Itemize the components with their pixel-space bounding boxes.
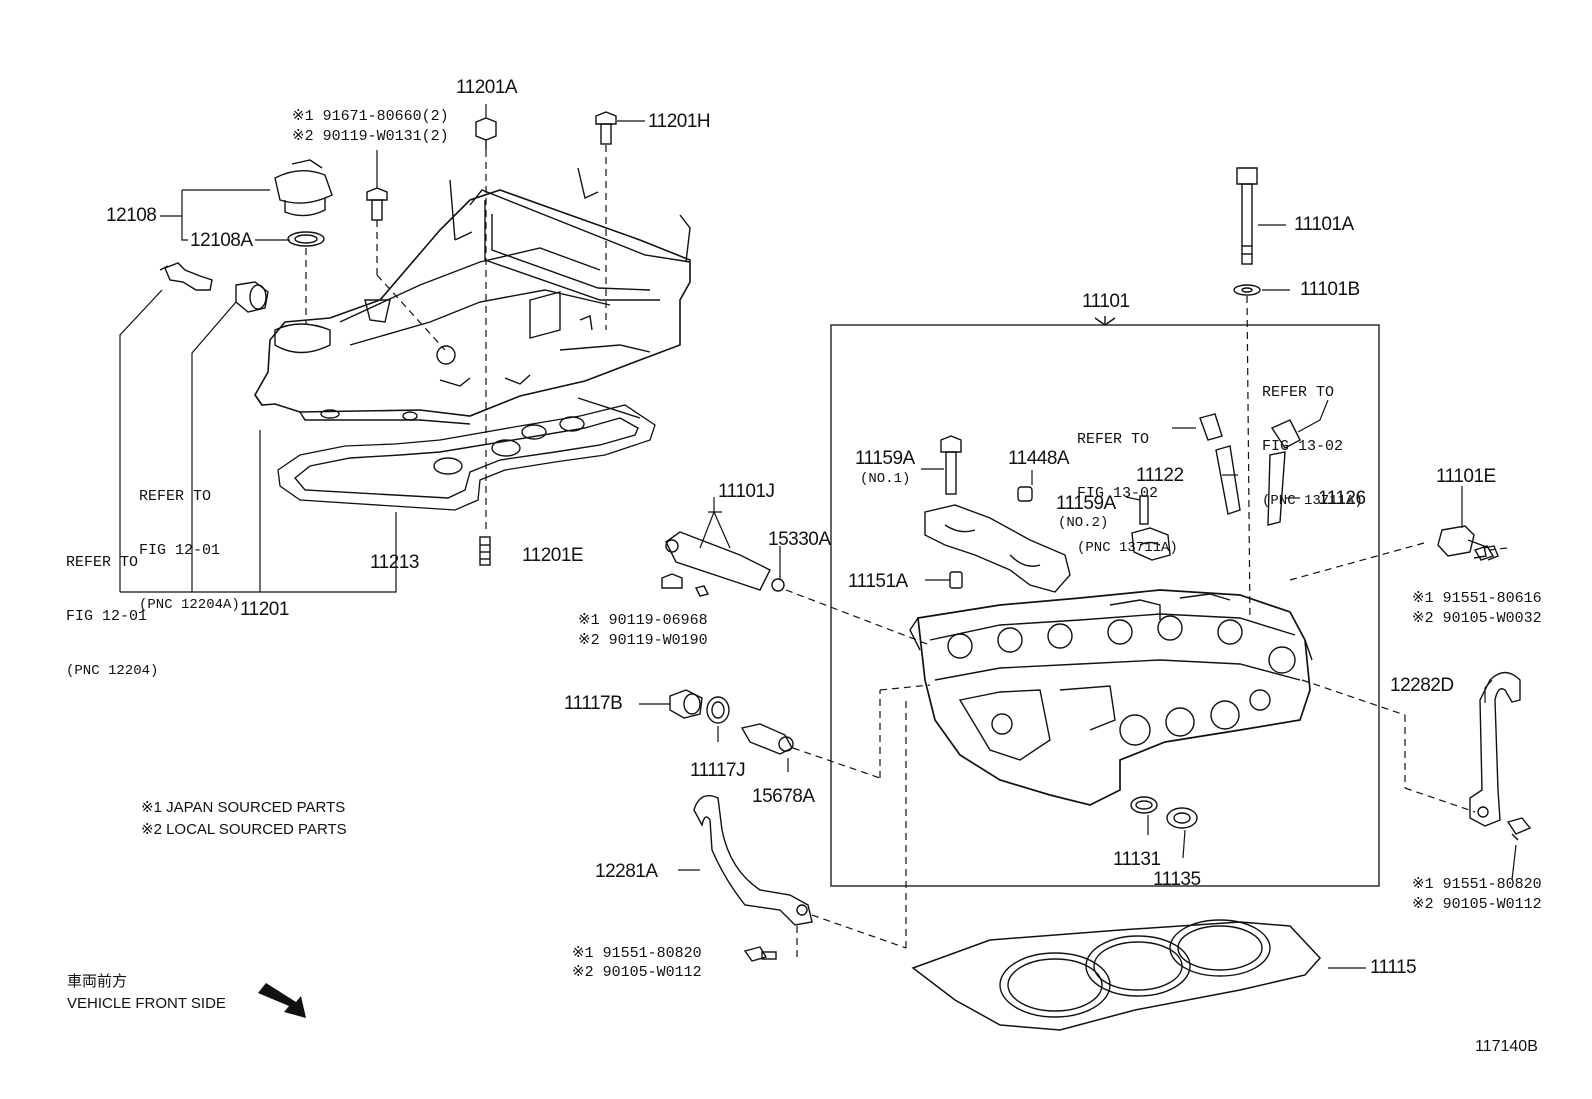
alt-part-91551-80616: ※1 91551-80616 (1412, 590, 1542, 607)
refer-line: REFER TO (66, 554, 139, 571)
label-12282D: 12282D (1390, 675, 1454, 696)
figure-id: 117140B (1475, 1038, 1538, 1055)
washer-11101B (1233, 284, 1261, 296)
engine-hanger-12281A (693, 795, 813, 926)
camshaft-bearing-cap-no2 (1131, 527, 1171, 561)
label-11135: 11135 (1153, 869, 1201, 890)
seal-11131 (1130, 796, 1158, 814)
alt-part-90105-w0112-left: ※2 90105-W0112 (572, 964, 702, 981)
label-11101B: 11101B (1300, 279, 1360, 300)
cam-position-sensor (1437, 525, 1499, 561)
label-15330A: 15330A (768, 529, 831, 550)
label-11101E: 11101E (1436, 466, 1496, 487)
label-11151A: 11151A (848, 571, 908, 592)
bolt-91671 (366, 187, 388, 221)
label-no2: (NO.2) (1058, 515, 1109, 531)
stud-11159A-no2 (1139, 495, 1149, 525)
refer-note-12204: REFER TO FIG 12-01 (PNC 12204) (66, 518, 158, 698)
label-11131: 11131 (1113, 849, 1161, 870)
refer-line: FIG 13-02 (1262, 438, 1344, 455)
refer-note-12204A: REFER TO FIG 12-01 (PNC 12204A) (139, 452, 240, 632)
bolt-11159A-no1 (940, 435, 962, 495)
refer-line: (PNC 13711A) (1077, 540, 1178, 556)
refer-line: FIG 12-01 (66, 608, 148, 625)
label-12281A: 12281A (595, 861, 658, 882)
refer-line: REFER TO (1262, 384, 1335, 401)
alt-part-90119-w0131: ※2 90119-W0131(2) (292, 128, 449, 145)
valve-guide-11126 (1267, 419, 1301, 526)
dashed-guides (305, 145, 1508, 958)
engine-hanger-12282D (1469, 671, 1521, 827)
label-11201A: 11201A (456, 77, 518, 98)
label-11101A: 11101A (1294, 214, 1354, 235)
refer-line: (PNC 12204A) (139, 597, 240, 613)
plug-11117B (669, 689, 703, 719)
refer-line: REFER TO (139, 488, 212, 505)
label-11201H: 11201H (648, 111, 711, 132)
alt-part-90119-w0190: ※2 90119-W0190 (578, 632, 708, 649)
pcv-valve (159, 262, 213, 291)
label-11448A: 11448A (1008, 448, 1070, 469)
alt-part-91551-80820-left: ※1 91551-80820 (572, 945, 702, 962)
refer-note-13711A-mid: REFER TO FIG 13-02 (PNC 13711A) (1077, 395, 1178, 575)
refer-line: FIG 13-02 (1077, 485, 1159, 502)
bolt-91551-80616 (1473, 545, 1495, 561)
vehicle-front-en: VEHICLE FRONT SIDE (67, 995, 226, 1012)
valve-guide-11122 (1199, 413, 1241, 515)
leader-lines (119, 104, 1517, 969)
label-11159A-no2: 11159A (1056, 493, 1116, 514)
label-11201E: 11201E (522, 545, 584, 566)
label-11122: 11122 (1136, 465, 1184, 486)
label-11101J: 11101J (718, 481, 775, 502)
refer-line: (PNC 12204) (66, 663, 159, 679)
alt-part-90119-06968: ※1 90119-06968 (578, 612, 708, 629)
pin-11151A (949, 571, 963, 589)
vehicle-front-jp: 車両前方 (67, 973, 128, 990)
head-bolt-11101A (1236, 167, 1258, 265)
label-15678A: 15678A (752, 786, 815, 807)
label-11201: 11201 (240, 599, 289, 620)
label-11213: 11213 (370, 552, 419, 573)
label-12108A: 12108A (190, 230, 253, 251)
pin-11448A (1017, 486, 1033, 502)
refer-line: REFER TO (1077, 431, 1150, 448)
union-15678A (740, 723, 794, 755)
valve-cover (254, 167, 691, 425)
cylinder-head (909, 589, 1313, 806)
bolt-91551-80820-right (1506, 817, 1532, 841)
legend-japan-sourced: ※1 JAPAN SOURCED PARTS (141, 799, 346, 816)
valve-cover-gasket (277, 397, 656, 511)
refer-note-13711A-right: REFER TO FIG 13-02 (PNC 13711A) (1262, 348, 1363, 528)
label-11117J: 11117J (690, 760, 746, 781)
seal-11135 (1166, 807, 1198, 829)
pcv-grommet (235, 281, 269, 313)
label-11117B: 11117B (564, 693, 623, 714)
arrow-icon (258, 983, 306, 1018)
camshaft-bearing-cap-no1 (924, 504, 1071, 593)
label-11126: 11126 (1318, 488, 1366, 509)
label-12108: 12108 (106, 205, 157, 226)
label-11115: 11115 (1370, 957, 1417, 978)
label-no1: (NO.1) (860, 471, 911, 487)
gasket-11117J (706, 696, 730, 724)
alt-part-91671: ※1 91671-80660(2) (292, 108, 449, 125)
oil-filler-cap (274, 159, 333, 247)
legend-local-sourced: ※2 LOCAL SOURCED PARTS (141, 821, 347, 838)
refer-line: FIG 12-01 (139, 542, 221, 559)
alt-part-90105-w0032: ※2 90105-W0032 (1412, 610, 1542, 627)
refer-line: (PNC 13711A) (1262, 493, 1363, 509)
bolt-91551-80820-left (743, 946, 777, 962)
stud-11201E (479, 536, 491, 566)
oil-control-valve (661, 531, 785, 597)
alt-part-91551-80820-right: ※1 91551-80820 (1412, 876, 1542, 893)
bolt-11201A (475, 117, 497, 150)
bolt-11201H (595, 111, 617, 145)
label-11101: 11101 (1082, 291, 1130, 312)
head-gasket (911, 919, 1322, 1031)
label-11159A-no1: 11159A (855, 448, 915, 469)
alt-part-90105-w0112-right: ※2 90105-W0112 (1412, 896, 1542, 913)
